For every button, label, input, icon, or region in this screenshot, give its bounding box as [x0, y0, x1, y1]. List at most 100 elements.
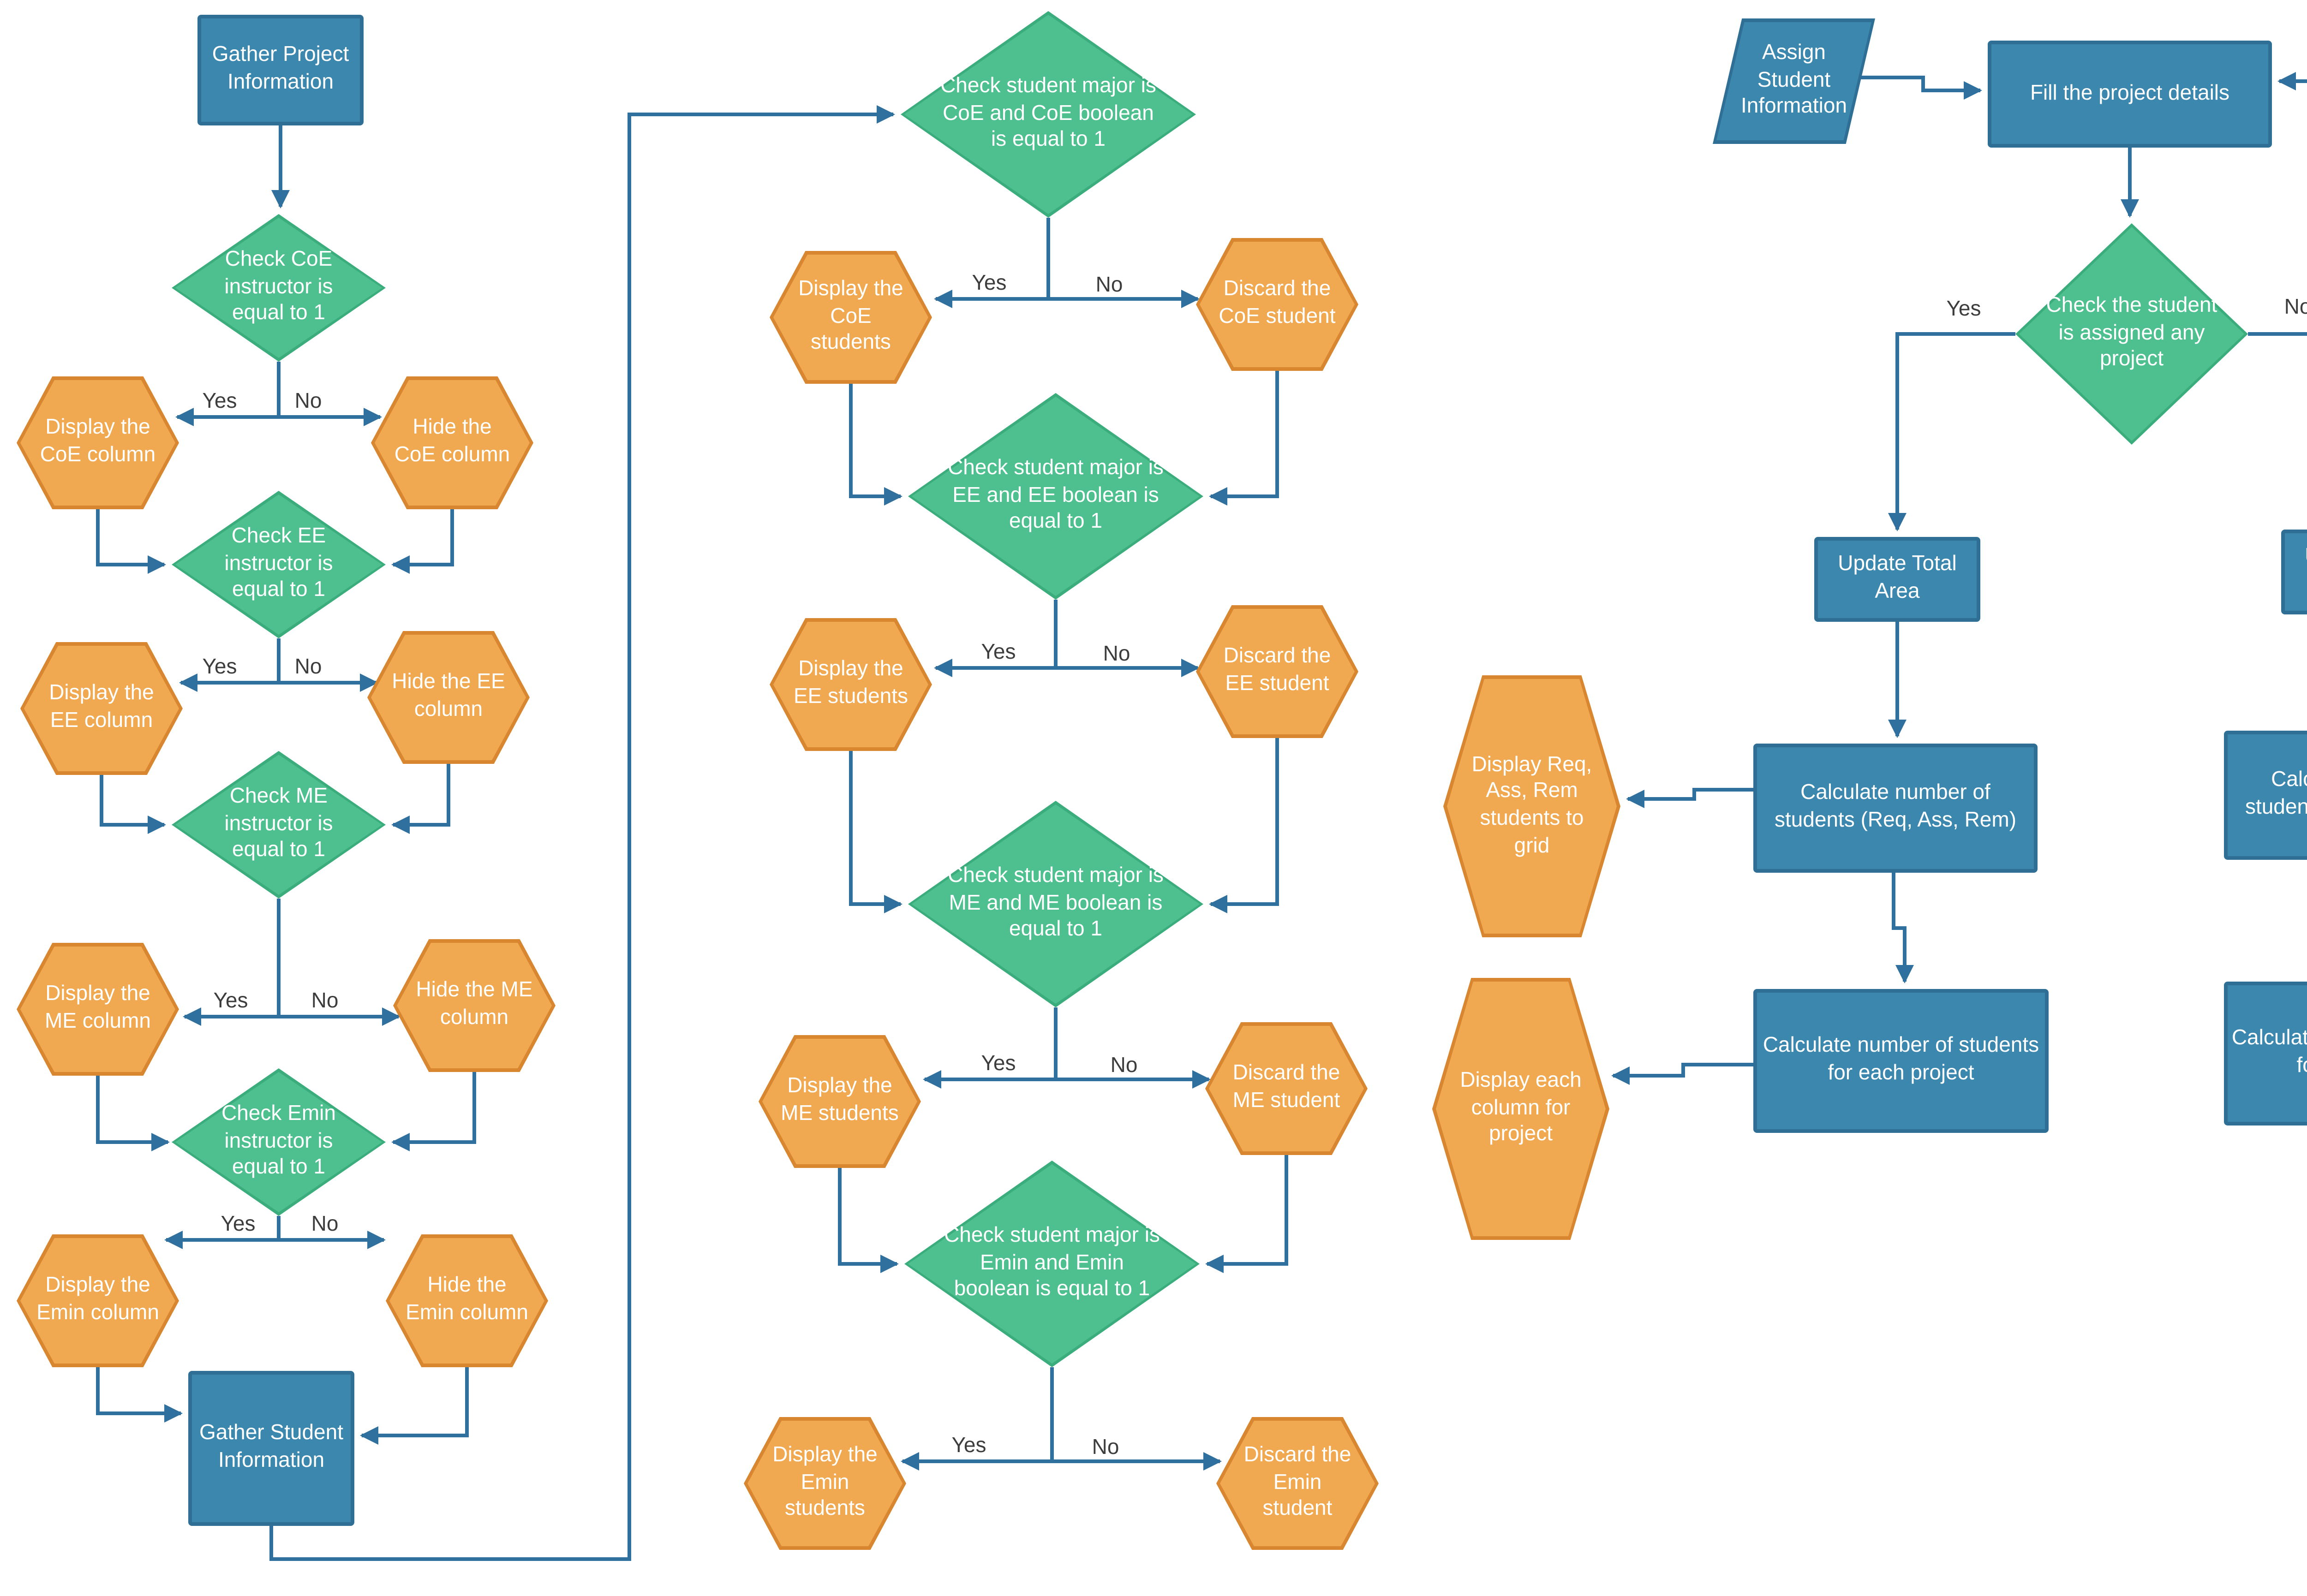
- node-hide-coe-column: Hide the CoE column: [371, 376, 533, 509]
- node-check-major-emin: Check student major is Emin and Emin boo…: [904, 1161, 1200, 1367]
- node-label: Check EE instructor is equal to 1: [224, 525, 333, 602]
- node-label: Discard the Emin student: [1243, 1444, 1351, 1521]
- node-label: Check CoE instructor is equal to 1: [224, 249, 333, 326]
- connector: [1626, 788, 1753, 808]
- node-label: Fill the project details: [2030, 82, 2230, 105]
- edge-label-no: No: [1103, 644, 1130, 666]
- connector: [100, 775, 166, 834]
- node-discard-coe-student: Discard the CoE student: [1196, 238, 1358, 371]
- connector: [1888, 332, 2015, 531]
- edge-label-no: No: [311, 991, 339, 1013]
- node-gather-project-information: Gather Project Information: [197, 15, 364, 125]
- edge-label-yes: Yes: [202, 657, 237, 679]
- node-display-req-ass-rem-left: Display Req, Ass, Rem students to grid: [1443, 675, 1620, 937]
- node-label: Hide the CoE column: [394, 417, 510, 467]
- node-check-major-me: Check student major is ME and ME boolean…: [908, 801, 1203, 1007]
- node-display-emin-students: Display the Emin students: [744, 1417, 906, 1550]
- edge-label-yes: Yes: [972, 273, 1007, 295]
- node-assign-student-information: Assign Student Information: [1713, 18, 1875, 144]
- connector: [391, 1072, 476, 1151]
- node-label: Check student major is EE and EE boolean…: [948, 457, 1164, 534]
- node-label: Check Emin instructor is equal to 1: [221, 1103, 336, 1180]
- node-label: Display each column for project: [1460, 1070, 1582, 1147]
- edge-label-no: No: [1092, 1437, 1119, 1459]
- node-hide-me-column: Hide the ME column: [393, 939, 556, 1072]
- edge-label-no: No: [1095, 275, 1123, 297]
- connector: [96, 509, 166, 574]
- connector: [849, 751, 902, 913]
- edge-label-no: No: [2284, 297, 2307, 319]
- connector: [391, 509, 454, 574]
- connector: [1209, 371, 1279, 506]
- node-label: Display the CoE students: [798, 278, 903, 355]
- node-label: Discard the EE student: [1223, 646, 1331, 696]
- edge-label-yes: Yes: [1946, 299, 1981, 321]
- edge-label-no: No: [294, 391, 322, 413]
- node-label: Check student major is ME and ME boolean…: [948, 865, 1164, 942]
- node-update-total-area-right: Update Total Area: [2281, 530, 2307, 614]
- node-discard-emin-student: Discard the Emin student: [1216, 1417, 1379, 1550]
- node-check-emin-instructor: Check Emin instructor is equal to 1: [172, 1068, 386, 1216]
- edge-label-yes: Yes: [213, 991, 248, 1013]
- connector: [96, 1076, 170, 1151]
- node-display-ee-column: Display the EE column: [20, 642, 183, 775]
- node-calc-students-req-ass-rem-left: Calculate number of students (Req, Ass, …: [1753, 744, 2038, 873]
- node-calc-students-req-ass-rem-right: Calculate number of students (Req, Ass, …: [2224, 731, 2307, 860]
- node-label: Calculate number of students (Req, Ass, …: [2245, 770, 2307, 819]
- node-label: Display Req, Ass, Rem students to grid: [1471, 754, 1592, 858]
- node-check-ee-instructor: Check EE instructor is equal to 1: [172, 491, 386, 638]
- node-label: Display the CoE column: [40, 417, 156, 467]
- connector: [269, 105, 895, 1561]
- node-label: Discard the CoE student: [1219, 279, 1336, 328]
- node-calc-students-each-project-right: Calculate number of students for each pr…: [2224, 982, 2307, 1126]
- connector: [96, 1367, 183, 1423]
- edge-label-yes: Yes: [221, 1214, 256, 1236]
- node-display-each-column-left: Display each column for project: [1432, 978, 1609, 1240]
- edge-label-no: No: [1110, 1055, 1138, 1078]
- connector: [1892, 873, 1914, 983]
- node-label: Gather Project Information: [212, 45, 349, 94]
- node-label: Check student major is Emin and Emin boo…: [944, 1225, 1160, 1302]
- node-label: Update Total Area: [2285, 543, 2307, 601]
- node-label: Discard the ME student: [1232, 1063, 1340, 1113]
- node-label: Hide the Emin column: [406, 1275, 528, 1325]
- node-display-coe-students: Display the CoE students: [770, 251, 932, 384]
- node-display-ee-students: Display the EE students: [770, 618, 932, 751]
- node-calc-students-each-project-left: Calculate number of students for each pr…: [1753, 989, 2049, 1133]
- node-label: Display the EE column: [49, 683, 154, 732]
- edge-label-yes: Yes: [951, 1435, 986, 1458]
- node-display-me-students: Display the ME students: [759, 1035, 921, 1168]
- connector: [1860, 76, 1982, 100]
- node-display-me-column: Display the ME column: [17, 943, 179, 1076]
- edge-label-yes: Yes: [202, 391, 237, 413]
- connector: [1209, 738, 1279, 913]
- node-check-me-instructor: Check ME instructor is equal to 1: [172, 751, 386, 899]
- node-check-student-assigned: Check the student is assigned any projec…: [2015, 223, 2248, 445]
- edge-label-yes: Yes: [981, 642, 1016, 664]
- connector: [1205, 1155, 1288, 1273]
- node-label: Calculate number of students (Req, Ass, …: [1774, 783, 2017, 832]
- connector: [849, 384, 902, 506]
- node-label: Display the ME column: [44, 984, 151, 1033]
- connector: [1611, 1063, 1753, 1085]
- node-label: Gather Student Information: [199, 1423, 343, 1472]
- node-label: Check ME instructor is equal to 1: [224, 786, 333, 863]
- node-label: Check the student is assigned any projec…: [2046, 295, 2217, 372]
- node-fill-project-details: Fill the project details: [1988, 41, 2272, 148]
- node-label: Display the Emin column: [36, 1275, 159, 1325]
- node-label: Calculate number of students for each pr…: [2231, 1028, 2307, 1078]
- node-label: Check student major is CoE and CoE boole…: [940, 75, 1156, 152]
- node-check-coe-instructor: Check CoE instructor is equal to 1: [172, 214, 386, 362]
- edge-label-no: No: [311, 1214, 339, 1236]
- node-label: Hide the ME column: [416, 980, 533, 1030]
- edge-label-no: No: [294, 657, 322, 679]
- node-label: Display the ME students: [781, 1076, 899, 1126]
- node-gather-student-information: Gather Student Information: [188, 1371, 354, 1526]
- node-label: Hide the EE column: [392, 672, 505, 721]
- connector: [2248, 332, 2307, 336]
- node-display-coe-column: Display the CoE column: [17, 376, 179, 509]
- node-check-major-coe: Check student major is CoE and CoE boole…: [901, 11, 1196, 218]
- node-label: Calculate number of students for each pr…: [1763, 1036, 2039, 1085]
